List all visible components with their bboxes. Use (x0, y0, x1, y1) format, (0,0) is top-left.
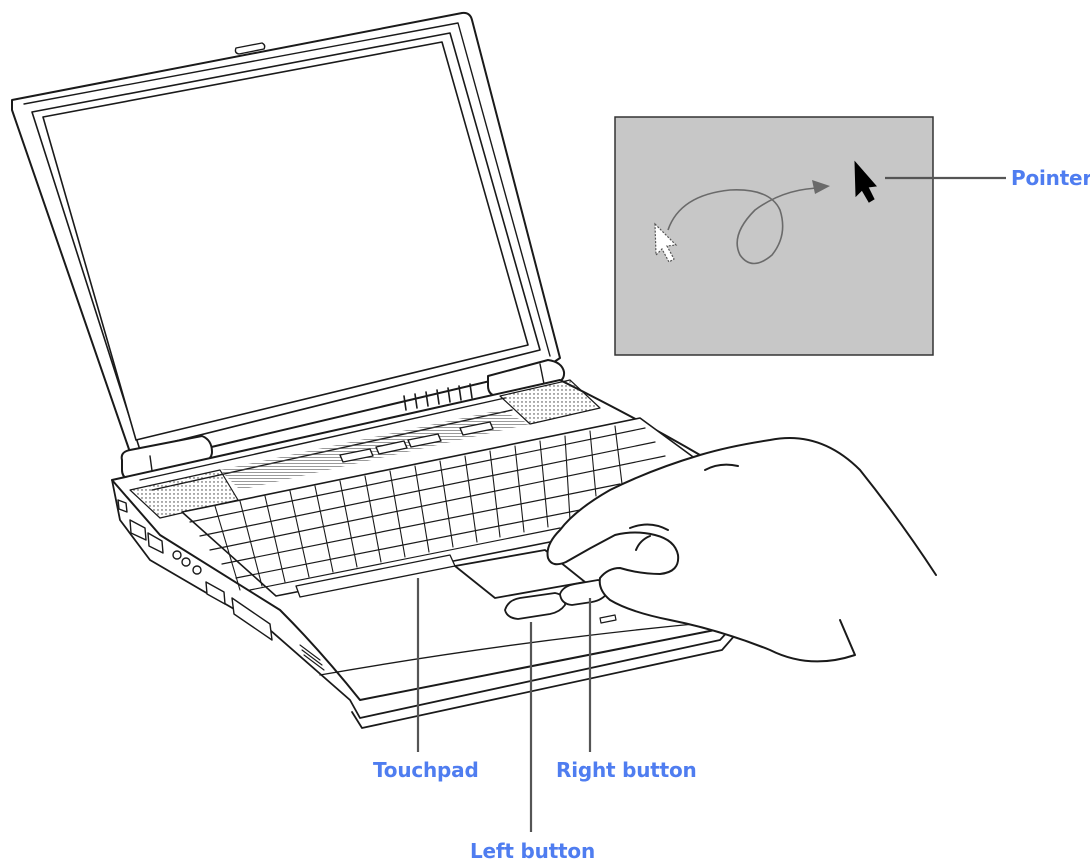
laptop-display-bezel (31, 32, 541, 451)
hand-illustration (546, 437, 937, 663)
start-cursor-icon (654, 222, 678, 263)
lid-latch (234, 42, 266, 55)
leader-lines (416, 176, 1006, 832)
pointer-cursor-icon (854, 160, 877, 203)
keyboard-keys (189, 427, 666, 591)
left-button (504, 592, 566, 620)
pointer-label: Pointer (1011, 166, 1090, 190)
motion-arrowhead (812, 180, 830, 194)
right-speaker-grille (499, 379, 601, 425)
screen-inset-panel (614, 116, 934, 356)
side-ports (117, 499, 273, 641)
left-button-label: Left button (470, 839, 595, 863)
right-button-label: Right button (556, 758, 697, 782)
pointer-inset (614, 116, 934, 356)
status-indicators (403, 383, 473, 411)
laptop-screen (42, 41, 529, 441)
hand (546, 437, 937, 663)
function-buttons (339, 421, 494, 463)
motion-path (667, 187, 823, 265)
laptop-front-edge (111, 479, 763, 729)
touchpad-label: Touchpad (373, 758, 479, 782)
laptop-illustration (11, 11, 763, 729)
